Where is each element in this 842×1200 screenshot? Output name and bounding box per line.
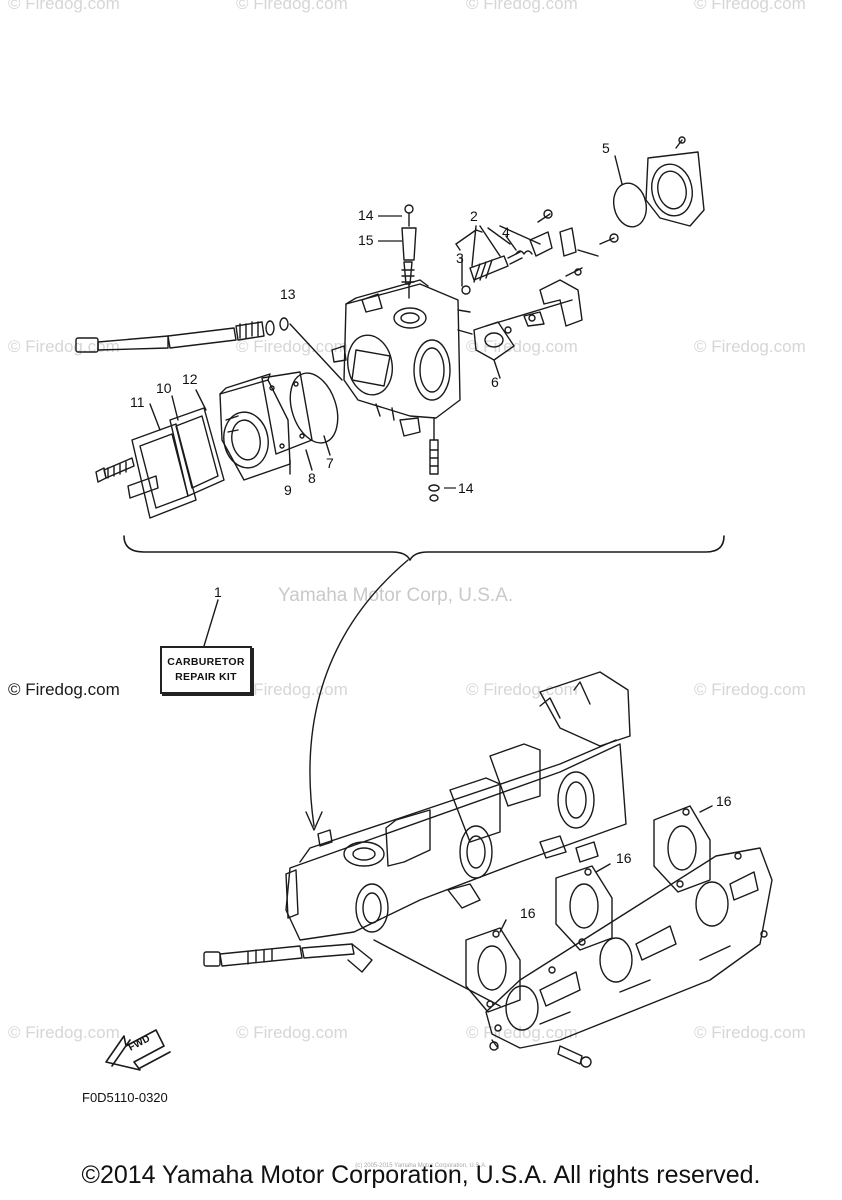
o-ring-part	[279, 317, 289, 331]
callout-16-middle: 16	[616, 850, 632, 866]
watermark-text: © Firedog.com	[236, 337, 348, 356]
repair-kit-label: CARBURETOR REPAIR KIT	[160, 646, 252, 694]
gasket-plate-part	[261, 371, 313, 455]
callout-16-left: 16	[520, 905, 536, 921]
watermark-text-dark: © Firedog.com	[8, 680, 120, 699]
throttle-screw-lower-part	[203, 943, 373, 973]
forward-arrow-icon	[105, 1029, 171, 1071]
watermark-text: © Firedog.com	[8, 0, 120, 13]
watermark-text: © Firedog.com	[694, 680, 806, 699]
bracket-part	[504, 267, 583, 334]
watermark-text: © Firedog.com	[8, 1023, 120, 1042]
callout-14-bottom: 14	[458, 480, 474, 496]
callout-2: 2	[470, 208, 478, 224]
intake-gasket-part	[465, 927, 521, 1013]
watermark-text: © Firedog.com	[694, 337, 806, 356]
callout-11: 11	[130, 394, 145, 410]
throttle-screw-part	[75, 320, 275, 353]
drawing-code: F0D5110-0320	[82, 1090, 168, 1105]
watermark-text: © Firedog.com	[466, 0, 578, 13]
callout-12: 12	[182, 371, 198, 387]
callout-9: 9	[284, 482, 292, 498]
pump-gasket-part	[169, 407, 225, 497]
adjust-screw-part	[401, 204, 417, 285]
callout-10: 10	[156, 380, 172, 396]
callout-8: 8	[308, 470, 316, 486]
watermark-text: © Firedog.com	[236, 0, 348, 13]
manifold-bolt-part	[489, 1039, 592, 1068]
bottom-screw-part	[428, 439, 440, 502]
credit-text: Yamaha Motor Corp, U.S.A.	[278, 585, 514, 606]
assembly-arrow	[309, 559, 409, 827]
watermark-text: © Firedog.com	[8, 337, 120, 356]
screw-small	[537, 209, 553, 223]
callout-7: 7	[326, 455, 334, 471]
group-brace	[123, 535, 725, 561]
large-o-ring-part	[289, 372, 339, 444]
gasket-part	[473, 321, 515, 361]
diaphragm-cover-part	[645, 136, 705, 227]
diaphragm-part	[612, 182, 648, 228]
callout-14-top: 14	[358, 207, 374, 223]
intake-gasket-part	[555, 865, 613, 951]
carburetor-assembly-part	[285, 671, 631, 941]
pump-cover-part	[127, 423, 197, 519]
callout-5: 5	[602, 140, 610, 156]
callout-16-right: 16	[716, 793, 732, 809]
intake-gasket-part	[653, 805, 711, 893]
watermark-text: © Firedog.com	[236, 1023, 348, 1042]
needle-valve-part	[461, 250, 533, 295]
callout-6: 6	[491, 374, 499, 390]
callout-15: 15	[358, 232, 374, 248]
watermark-text: © Firedog.com	[466, 1023, 578, 1042]
repair-kit-line1: CARBURETOR	[167, 656, 245, 668]
pump-body-part	[219, 373, 291, 481]
carburetor-body-part	[331, 279, 473, 437]
lever-part	[529, 227, 619, 257]
watermark-text: © Firedog.com	[466, 680, 578, 699]
watermark-text: © Firedog.com	[694, 0, 806, 13]
watermark-text: © Firedog.com	[466, 337, 578, 356]
pump-screw-part	[95, 457, 135, 483]
watermark-text: © Firedog.com	[694, 1023, 806, 1042]
callout-3: 3	[456, 250, 464, 266]
copyright-footer: ©2014 Yamaha Motor Corporation, U.S.A. A…	[81, 1161, 761, 1189]
callout-13: 13	[280, 286, 296, 302]
callout-4: 4	[502, 224, 510, 240]
manifold-plate-part	[485, 847, 773, 1049]
callout-1: 1	[214, 584, 222, 600]
repair-kit-line2: REPAIR KIT	[175, 671, 237, 683]
tiny-copyright: (c) 2005-2015 Yamaha Motor Corporation, …	[355, 1163, 487, 1169]
